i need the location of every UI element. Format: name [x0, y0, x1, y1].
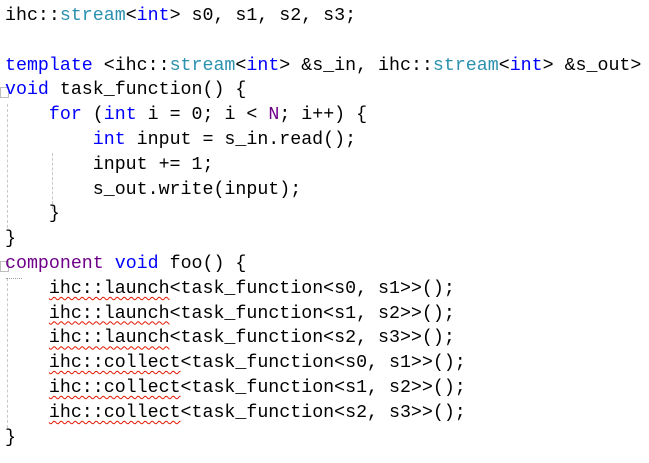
code-token: int [103, 105, 137, 126]
code-line[interactable]: int input = s_in.read(); [5, 128, 641, 153]
code-token [5, 403, 49, 423]
code-token: <task_function<s0, s1>>(); [180, 353, 466, 374]
code-token: for [48, 105, 82, 126]
source-code[interactable]: ihc::stream<int> s0, s1, s2, s3; templat… [5, 4, 641, 450]
collapsed-region-dots [6, 278, 22, 279]
code-token: stream [59, 6, 126, 26]
code-line[interactable]: void task_function() { [5, 78, 641, 103]
code-token: > &s_out> [542, 55, 642, 76]
code-token: N [268, 105, 280, 126]
code-line[interactable]: s_out.write(input); [5, 178, 641, 203]
code-token: > &s_in, ihc:: [279, 55, 433, 76]
code-line[interactable]: ihc::launch<task_function<s2, s3>>(); [5, 326, 641, 351]
error-token: ihc::collect [48, 402, 181, 423]
code-line[interactable]: for (int i = 0; i < N; i++) { [5, 103, 641, 128]
code-token: s_out.write(input); [5, 179, 302, 200]
indent-guide-component [7, 278, 8, 428]
code-token: input += 1; [5, 154, 214, 175]
code-token: i = 0; i < [136, 105, 269, 126]
code-line[interactable]: } [5, 426, 641, 451]
code-token: foo() { [158, 253, 247, 274]
code-token: < [235, 55, 247, 76]
code-token: < [498, 55, 510, 76]
code-line[interactable]: } [5, 227, 641, 252]
error-token: ihc::collect [48, 377, 181, 398]
code-token: <ihc:: [92, 55, 170, 76]
code-token: stream [432, 55, 499, 76]
code-line[interactable]: ihc::collect<task_function<s0, s1>>(); [5, 351, 641, 376]
code-token: component [5, 253, 104, 274]
code-line[interactable]: } [5, 202, 641, 227]
code-token [104, 254, 115, 274]
code-line[interactable]: ihc::collect<task_function<s2, s3>>(); [5, 401, 641, 426]
code-token [5, 105, 49, 125]
code-token: <task_function<s1, s2>>(); [169, 303, 455, 324]
code-line[interactable]: ihc::stream<int> s0, s1, s2, s3; [5, 4, 641, 29]
code-token: <task_function<s1, s2>>(); [180, 377, 466, 398]
code-token [5, 130, 93, 150]
code-token: int [246, 55, 280, 76]
error-token: ihc::launch [48, 278, 170, 299]
code-token [5, 328, 49, 348]
error-token: ihc::collect [48, 353, 181, 374]
code-token: input = s_in.read(); [125, 129, 357, 150]
code-token: } [5, 427, 16, 448]
code-token: } [5, 229, 16, 250]
code-line[interactable]: input += 1; [5, 153, 641, 178]
code-line[interactable]: component void foo() { [5, 252, 641, 277]
code-token: <task_function<s2, s3>>(); [180, 402, 466, 423]
code-token: } [5, 204, 60, 225]
code-token [5, 353, 49, 373]
code-token: template [5, 55, 93, 76]
error-token: ihc::launch [48, 328, 170, 349]
code-line[interactable]: ihc::launch<task_function<s1, s2>>(); [5, 302, 641, 327]
indent-guide-function [7, 104, 8, 228]
code-token [5, 279, 49, 299]
code-token: int [92, 129, 126, 150]
code-token [5, 304, 49, 324]
code-token: stream [169, 55, 236, 76]
code-token: ; i++) { [279, 105, 368, 126]
indent-guide-for-loop [52, 153, 53, 209]
code-token: < [125, 6, 137, 26]
code-line[interactable] [5, 29, 641, 54]
code-token: ( [81, 105, 104, 126]
fold-toggle-task-function[interactable] [0, 87, 9, 98]
code-token [5, 378, 49, 398]
code-token: > s0, s1, s2, s3; [169, 6, 357, 26]
code-line[interactable]: ihc::collect<task_function<s1, s2>>(); [5, 376, 641, 401]
code-token: void [5, 80, 49, 101]
code-token: void [114, 253, 159, 274]
error-token: ihc::launch [48, 303, 170, 324]
code-line[interactable]: ihc::launch<task_function<s0, s1>>(); [5, 277, 641, 302]
code-line[interactable]: template <ihc::stream<int> &s_in, ihc::s… [5, 54, 641, 79]
code-token: int [509, 55, 543, 76]
code-token: int [136, 6, 170, 26]
code-token: <task_function<s2, s3>>(); [169, 328, 455, 349]
fold-toggle-component-foo[interactable] [0, 261, 9, 272]
code-token: task_function() { [48, 80, 247, 101]
code-token: <task_function<s0, s1>>(); [169, 278, 455, 299]
code-token: ihc:: [5, 6, 60, 26]
